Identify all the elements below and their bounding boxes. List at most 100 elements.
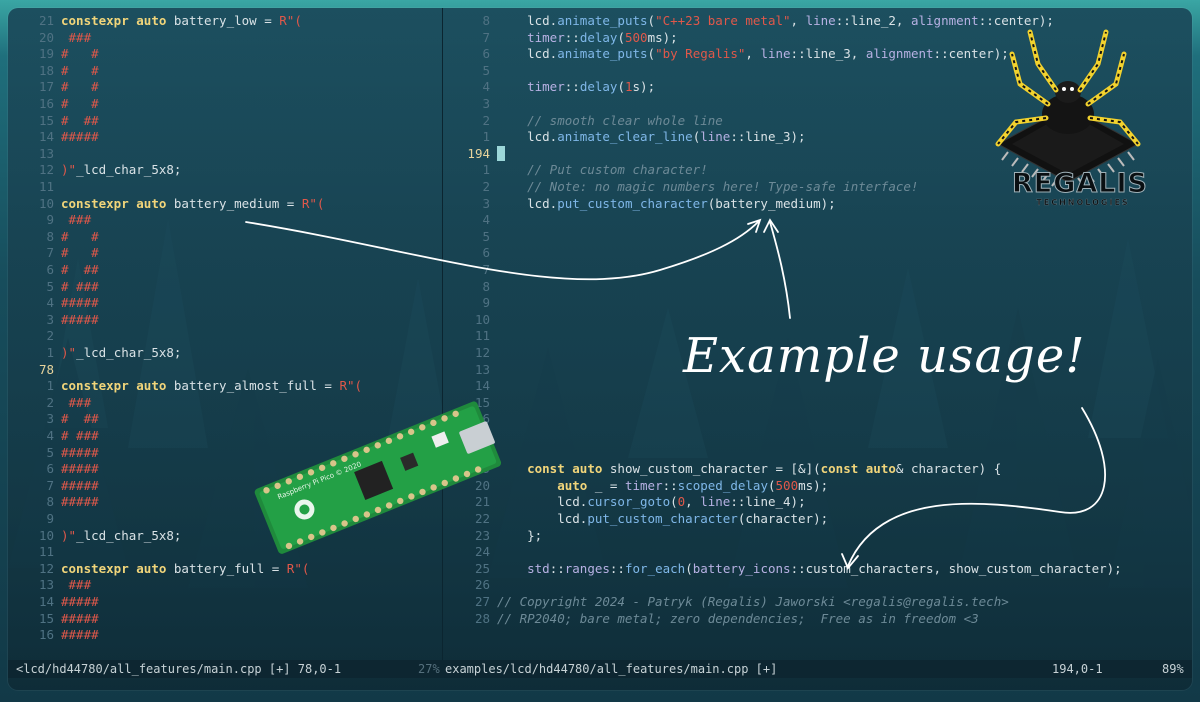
line-number: 21 <box>38 13 54 28</box>
code-line[interactable]: 3##### <box>8 311 99 328</box>
code-token: ##### <box>61 311 99 327</box>
pane-divider[interactable] <box>442 8 443 660</box>
code-line[interactable]: 11 <box>8 178 61 195</box>
code-line[interactable]: 1)"_lcd_char_5x8; <box>8 344 181 361</box>
line-number: 12 <box>474 345 490 360</box>
code-line[interactable]: 8 <box>444 278 497 295</box>
code-token: # # <box>61 245 99 261</box>
code-line[interactable]: 7 timer::delay(500ms); <box>444 29 677 46</box>
code-line[interactable]: 3# ## <box>8 410 98 427</box>
line-number: 1 <box>46 378 54 394</box>
code-line[interactable]: 1 lcd.animate_clear_line(line::line_3); <box>444 128 805 145</box>
code-line[interactable]: 14##### <box>8 593 99 610</box>
code-line[interactable]: 22 lcd.put_custom_character(character); <box>444 510 828 527</box>
code-line[interactable]: 6 lcd.animate_puts("by Regalis", line::l… <box>444 45 1008 62</box>
code-line[interactable]: 4##### <box>8 294 98 311</box>
code-token: auto <box>557 477 595 493</box>
code-token: R"( <box>339 378 363 394</box>
code-token: auto <box>136 560 174 576</box>
code-line[interactable]: 12)"_lcd_char_5x8; <box>8 161 181 178</box>
code-line[interactable]: 26 <box>444 576 497 593</box>
code-line[interactable]: 13 ### <box>8 576 91 593</box>
code-line[interactable]: 8##### <box>8 493 98 510</box>
code-line[interactable]: 3 lcd.put_custom_character(battery_mediu… <box>444 195 835 212</box>
code-line[interactable]: 8 lcd.animate_puts("C++23 bare metal", l… <box>444 12 1054 29</box>
code-line[interactable]: 194 <box>444 145 505 162</box>
line-number: 25 <box>474 560 490 576</box>
code-line[interactable]: 15##### <box>8 610 99 627</box>
code-line[interactable]: 21 lcd.cursor_goto(0, line::line_4); <box>444 493 806 510</box>
code-line[interactable]: 15# ## <box>8 112 99 129</box>
code-line[interactable]: 5 <box>444 228 497 245</box>
code-line[interactable]: 7 # # <box>8 244 99 261</box>
code-line[interactable]: 2 // Note: no magic numbers here! Type-s… <box>444 178 918 195</box>
code-token: _lcd_char_5x8; <box>76 345 182 360</box>
code-line[interactable]: 23 }; <box>444 527 542 544</box>
code-token: ##### <box>61 461 99 477</box>
code-line[interactable]: 7 <box>444 261 497 278</box>
code-line[interactable]: 4 <box>444 211 497 228</box>
code-line[interactable]: 13 <box>8 145 61 162</box>
code-line[interactable]: 20 ### <box>8 29 91 46</box>
code-line[interactable]: 3 <box>444 95 497 112</box>
code-token: ::custom_characters, show_custom_charact… <box>790 560 1122 576</box>
code-token: battery_medium = <box>173 195 302 211</box>
code-token: const auto <box>527 461 610 477</box>
code-line[interactable]: 18# # <box>8 62 99 79</box>
code-line[interactable]: 11 <box>444 327 497 344</box>
code-line[interactable]: 27// Copyright 2024 - Patryk (Regalis) J… <box>444 593 1009 610</box>
code-line[interactable]: 2 // smooth clear whole line <box>444 112 722 129</box>
code-line[interactable]: 10 <box>444 311 497 328</box>
right-scroll-percent: 89% <box>1162 662 1184 676</box>
code-line[interactable]: 9 ### <box>8 211 91 228</box>
code-line[interactable]: 24 <box>444 543 497 560</box>
code-line[interactable]: 16# # <box>8 95 99 112</box>
code-line[interactable]: 4 timer::delay(1s); <box>444 78 655 95</box>
code-line[interactable]: 12 <box>444 344 497 361</box>
line-number: 7 <box>46 245 54 261</box>
code-line[interactable]: 9 <box>8 510 61 527</box>
code-line[interactable]: 28// RP2040; bare metal; zero dependenci… <box>444 610 979 627</box>
code-line[interactable]: 1 // Put custom character! <box>444 161 707 178</box>
code-line[interactable]: 9 <box>444 294 497 311</box>
code-line[interactable]: 5##### <box>8 444 98 461</box>
code-line[interactable]: 6##### <box>8 460 99 477</box>
line-number: 4 <box>482 212 490 228</box>
code-line[interactable]: 11 <box>8 543 61 560</box>
code-line[interactable]: 17# # <box>8 78 99 95</box>
code-line[interactable]: 2 <box>8 327 61 344</box>
code-line[interactable]: 20 auto _ = timer::scoped_delay(500ms); <box>444 477 828 494</box>
code-line[interactable]: 10)"_lcd_char_5x8; <box>8 527 181 544</box>
code-line[interactable]: 5 <box>444 62 497 79</box>
line-number: 12 <box>38 162 54 178</box>
code-line[interactable]: 78 <box>8 361 61 378</box>
code-line[interactable]: 2 ### <box>8 394 91 411</box>
line-number: 8 <box>46 228 54 244</box>
code-line[interactable]: 7##### <box>8 477 98 494</box>
code-line[interactable]: 19 const auto show_custom_character = [&… <box>444 460 1001 477</box>
code-line[interactable]: 6 <box>444 244 497 261</box>
code-line[interactable]: 15 <box>444 394 497 411</box>
code-line[interactable]: 14 <box>444 377 497 394</box>
code-line[interactable]: 4# ### <box>8 427 98 444</box>
code-token: R"( <box>301 195 325 211</box>
code-line[interactable]: 6# ## <box>8 261 98 278</box>
code-line[interactable]: 8# # <box>8 228 98 245</box>
code-line[interactable]: 5# ### <box>8 278 99 295</box>
line-number: 14 <box>474 378 490 394</box>
code-line[interactable]: 19# # <box>8 45 99 62</box>
code-token: scoped_delay <box>677 477 768 493</box>
code-token: ::center); <box>978 13 1054 28</box>
line-number: 7 <box>482 262 490 277</box>
code-line[interactable]: 16##### <box>8 626 99 643</box>
code-line[interactable]: 14##### <box>8 128 99 145</box>
code-line[interactable]: 13 <box>444 361 497 378</box>
code-line[interactable]: 25 std::ranges::for_each(battery_icons::… <box>444 560 1122 577</box>
code-token: put_custom_character <box>557 195 708 211</box>
code-token: # ### <box>61 278 99 294</box>
